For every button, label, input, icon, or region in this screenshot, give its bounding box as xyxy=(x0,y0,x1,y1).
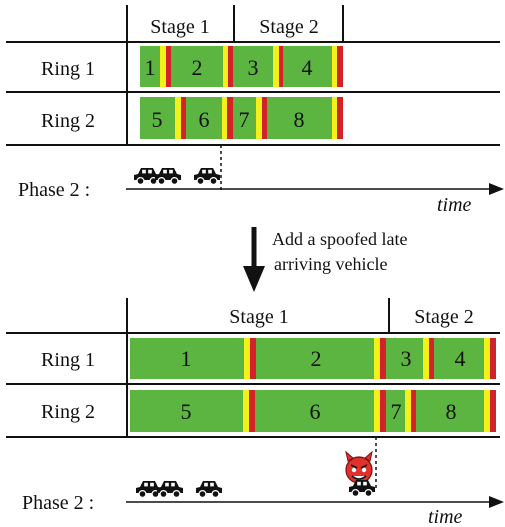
phase-yellow xyxy=(405,390,411,432)
bottom-ring-1-label: Ring 1 xyxy=(41,349,95,371)
devil-icon xyxy=(345,450,373,484)
top-phase-1-label: 1 xyxy=(145,55,156,80)
top-phase-2-label: 2 xyxy=(192,55,203,80)
down-arrow-icon xyxy=(243,266,265,292)
phase-green xyxy=(283,46,332,87)
phase-yellow xyxy=(484,338,490,379)
bottom-diagram: Stage 1 Stage 2 Ring 1 Ring 2 1 2 3 4 xyxy=(6,298,504,527)
spoofed-vehicle xyxy=(345,450,376,497)
phase-yellow xyxy=(423,338,429,379)
bottom-phase-2-label: 2 xyxy=(311,346,322,371)
bottom-stage-2-label: Stage 2 xyxy=(414,306,473,328)
car-icon xyxy=(193,167,221,185)
phase-red xyxy=(250,338,256,379)
phase-yellow xyxy=(175,97,181,139)
top-ring-1-label: Ring 1 xyxy=(41,58,95,80)
phase-yellow xyxy=(374,338,380,379)
phase-green xyxy=(233,46,273,87)
top-ring-2-bar: 5 6 7 8 xyxy=(140,97,343,139)
phase-red xyxy=(181,97,186,139)
bottom-phase-1-label: 1 xyxy=(181,346,192,371)
phase-red xyxy=(429,338,434,379)
bottom-phase-6-label: 6 xyxy=(310,399,321,424)
bottom-phase-5-label: 5 xyxy=(181,399,192,424)
phase-yellow xyxy=(332,97,337,139)
top-phase-4-label: 4 xyxy=(302,55,313,80)
phase-green xyxy=(256,338,374,379)
bottom-time-label: time xyxy=(428,506,463,527)
phase-red xyxy=(228,46,233,87)
phase-red xyxy=(490,338,496,379)
phase-red xyxy=(166,46,171,87)
phase-red xyxy=(380,390,386,432)
spoofed-car-icon xyxy=(348,479,376,497)
phase-yellow xyxy=(223,46,228,87)
transition-line-2: arriving vehicle xyxy=(274,254,387,274)
bottom-time-arrow-icon xyxy=(489,496,504,508)
phase-yellow xyxy=(243,390,249,432)
phase-green xyxy=(434,338,484,379)
top-phase-8-label: 8 xyxy=(294,107,305,132)
phase-red xyxy=(490,390,496,432)
phase-green xyxy=(386,390,405,432)
phase-red xyxy=(227,97,233,139)
phase-red xyxy=(380,338,386,379)
phase-yellow xyxy=(374,390,380,432)
top-time-label: time xyxy=(437,194,472,216)
top-ring-1-bar: 1 2 3 4 xyxy=(140,46,343,87)
phase-red xyxy=(411,390,416,432)
top-phase-6-label: 6 xyxy=(199,107,210,132)
car-icon xyxy=(154,167,182,185)
phase-yellow xyxy=(484,390,490,432)
phase-red xyxy=(262,97,267,139)
bottom-phase-8-label: 8 xyxy=(446,399,457,424)
phase-yellow xyxy=(244,338,250,379)
transition-line-1: Add a spoofed late xyxy=(272,229,407,249)
car-icon xyxy=(195,480,223,498)
bottom-ring-2-bar: 5 6 7 8 xyxy=(130,390,496,432)
phase-green xyxy=(386,338,423,379)
bottom-ring-2-label: Ring 2 xyxy=(41,401,95,423)
top-time-arrow-icon xyxy=(489,183,504,195)
phase-green xyxy=(233,97,256,139)
phase-red xyxy=(279,46,283,87)
phase-red xyxy=(337,46,343,87)
car-icon xyxy=(156,480,184,498)
phase-green xyxy=(267,97,332,139)
phase-green xyxy=(140,46,160,87)
bottom-ring-1-bar: 1 2 3 4 xyxy=(130,338,496,379)
phase-green xyxy=(416,390,484,432)
top-diagram: Stage 1 Stage 2 Ring 1 Ring 2 1 2 3 4 xyxy=(6,5,504,216)
phase-red xyxy=(337,97,343,139)
phase-yellow xyxy=(160,46,166,87)
phase-yellow xyxy=(256,97,262,139)
phase-green xyxy=(130,338,244,379)
top-phase-5-label: 5 xyxy=(152,107,163,132)
bottom-phase-7-label: 7 xyxy=(391,399,402,424)
phase-yellow xyxy=(332,46,337,87)
phase-yellow xyxy=(273,46,279,87)
top-phase-3-label: 3 xyxy=(248,55,259,80)
top-phase-7-label: 7 xyxy=(239,107,250,132)
bottom-phase-4-label: 4 xyxy=(455,346,466,371)
phase-green xyxy=(186,97,222,139)
phase-green xyxy=(140,97,175,139)
bottom-phase-2-label: Phase 2 : xyxy=(22,492,94,514)
phase-yellow xyxy=(222,97,227,139)
top-stage-1-label: Stage 1 xyxy=(150,16,209,38)
phase-green xyxy=(130,390,243,432)
top-stage-2-label: Stage 2 xyxy=(259,16,318,38)
phase-green xyxy=(255,390,374,432)
bottom-phase-3-label: 3 xyxy=(401,346,412,371)
top-phase-2-label: Phase 2 : xyxy=(18,179,90,201)
bottom-stage-1-label: Stage 1 xyxy=(229,306,288,328)
phase-red xyxy=(249,390,255,432)
transition: Add a spoofed late arriving vehicle xyxy=(243,227,407,292)
top-ring-2-label: Ring 2 xyxy=(41,110,95,132)
phase-green xyxy=(171,46,223,87)
